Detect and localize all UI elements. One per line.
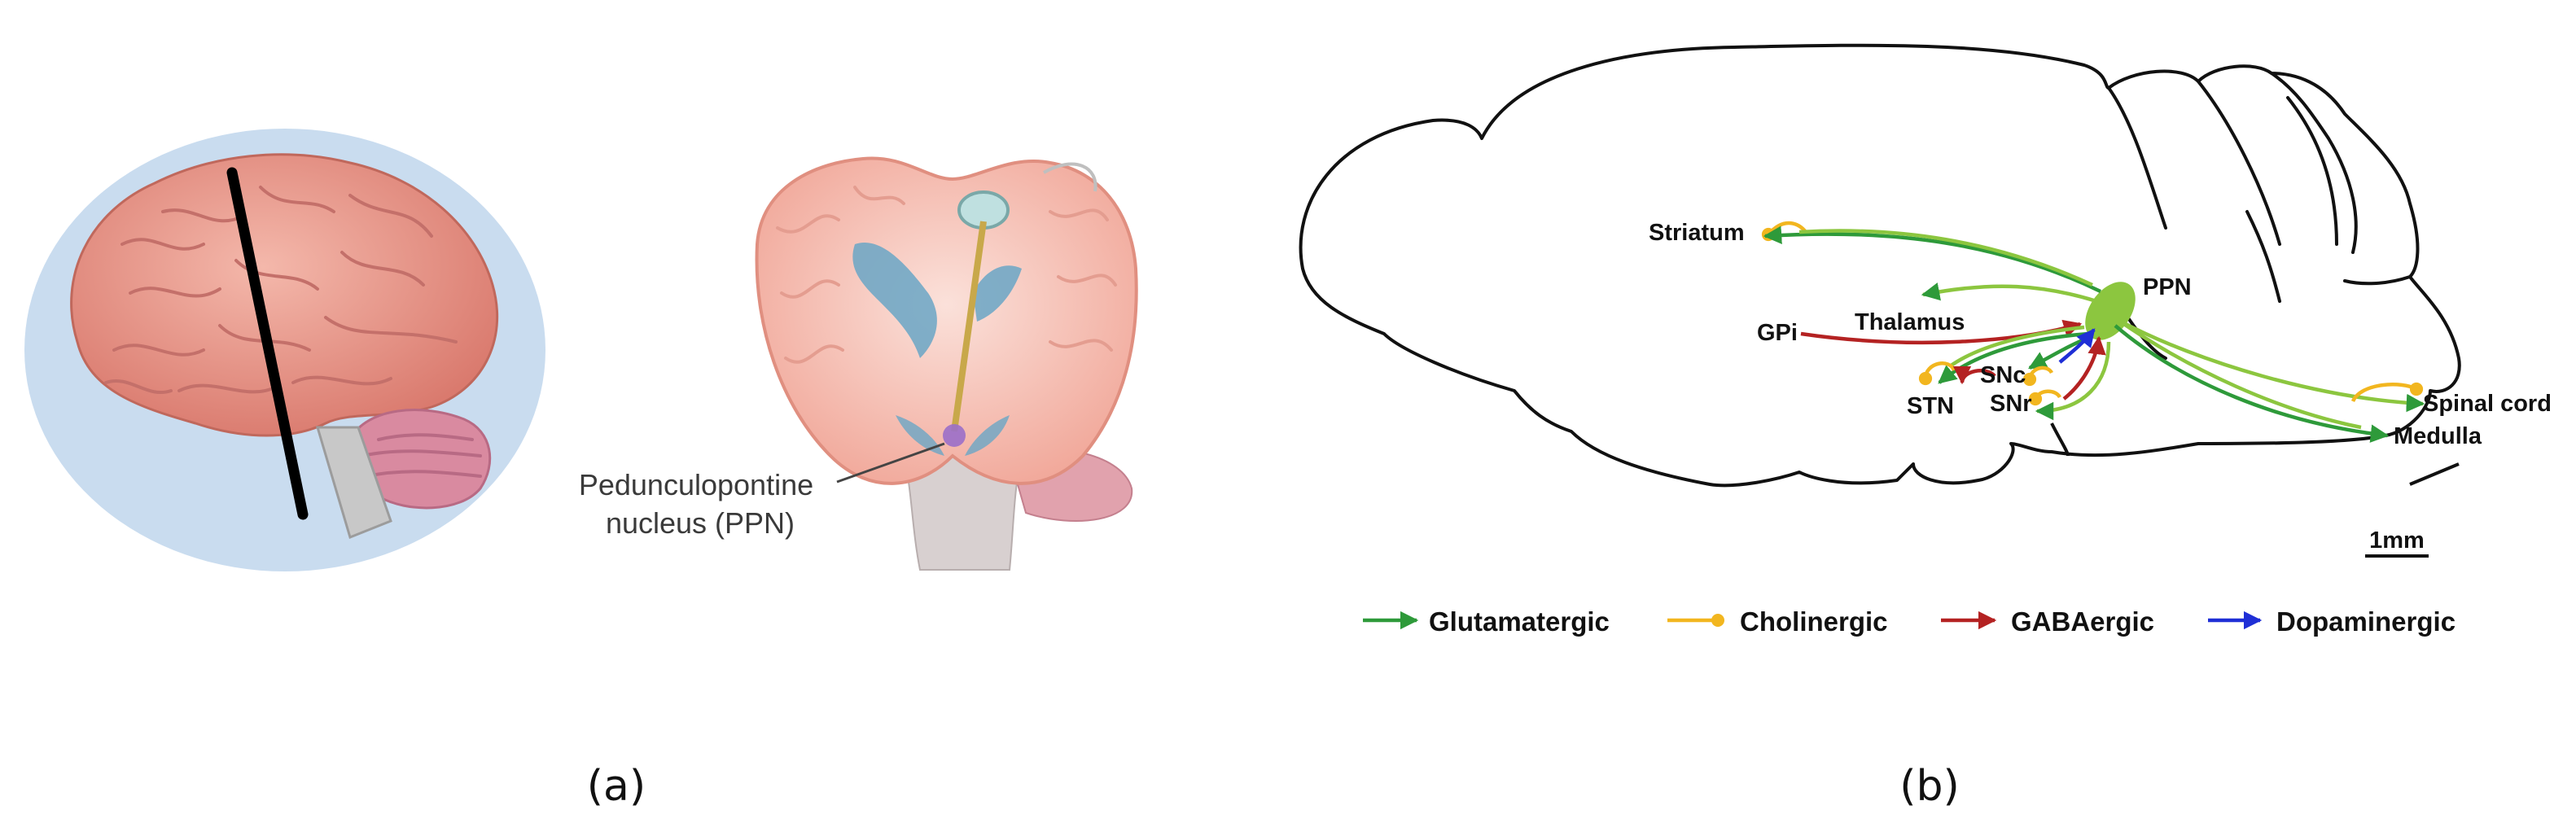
label-thalamus: Thalamus [1855,309,1965,335]
label-gpi: GPi [1757,320,1798,346]
region-labels: Striatum PPN GPi Thalamus SNc STN SNr Sp… [1649,220,2552,449]
ppn-nucleus [2085,282,2136,340]
snr-to-ppn-gaba [2062,335,2106,400]
coronal-gyri [776,186,1117,364]
ppn-to-spinal-cord [2119,320,2425,413]
panel-b-label: (b) [1899,762,1960,811]
label-striatum: Striatum [1649,220,1745,246]
lateral-brain-illustration [24,129,545,571]
ppn-to-medulla-mixed [2115,317,2362,430]
ppn-callout-line [836,442,945,484]
stn-gaba [1952,365,1996,385]
legend-cholinergic-dot [1711,614,1724,627]
ppn-to-striatum [1763,225,2101,294]
svg-text:Pedunculopontine nucleus: Pedunculopontine nucleus (PPN) [579,468,821,540]
legend-cholinergic-label: Cholinergic [1740,606,1888,637]
scale-bar: 1mm [2365,527,2429,558]
snc-cholinergic [2022,365,2054,387]
legend-cholinergic: Cholinergic [1667,606,1888,637]
ppn-to-snc [2028,335,2089,370]
projections [1761,221,2425,443]
stn-cholinergic [1918,361,1956,386]
scale-bar-label: 1mm [2369,527,2425,554]
panel-a-label: (a) [587,762,646,811]
ppn-callout-line-2: nucleus (PPN) [606,506,795,540]
legend-glutamatergic: Glutamatergic [1363,606,1610,637]
lower-ventricle [896,415,1010,456]
label-spinal-cord: Spinal cord [2423,391,2552,417]
legend: Glutamatergic Cholinergic GABAergic Dopa… [1363,606,2456,637]
ppn-to-snr [2035,341,2111,421]
legend-gabaergic: GABAergic [1941,606,2154,637]
legend-gabaergic-label: GABAergic [2011,606,2154,637]
cerebellum-folia [361,433,482,478]
cortex-inner-folds [2107,72,2412,360]
spinal-cord-cholinergic [2350,382,2424,403]
ppn-to-medulla [2114,324,2390,443]
ventricles-right [973,265,1022,322]
ventricles [852,243,937,358]
label-stn: STN [1907,393,1954,419]
brainstem [315,426,392,540]
snr-cholinergic [2028,389,2062,406]
ventral-notch [2050,422,2070,457]
section-plane-line [226,167,309,520]
dbs-electrode [951,221,987,432]
label-snr: SNr [1990,391,2032,417]
cerebrum [70,153,499,437]
snc-to-ppn-dopaminergic [2058,328,2096,364]
coronal-section-illustration: Pedunculopontine nucleus (PPN) [579,156,1138,571]
legend-dopaminergic-label: Dopaminergic [2276,606,2456,637]
sagittal-brain-outline [1299,43,2461,488]
electrode-lead [1042,162,1097,192]
ppn-to-striatum-mixed [1798,229,2093,287]
label-ppn: PPN [2143,274,2192,300]
ppn-to-thalamus [1921,282,2097,304]
label-snc: SNc [1980,362,2026,388]
legend-glutamatergic-label: Glutamatergic [1429,606,1610,637]
legend-dopaminergic: Dopaminergic [2208,606,2456,637]
ppn-to-stn-mixed [1948,325,2085,368]
spinal-extension [2409,462,2460,486]
ppn-callout-line-1: Pedunculopontine [579,468,813,501]
coronal-brain [755,156,1138,485]
brain-contour [1299,43,2461,488]
label-medulla: Medulla [2394,423,2482,449]
ppn-target [943,424,966,447]
